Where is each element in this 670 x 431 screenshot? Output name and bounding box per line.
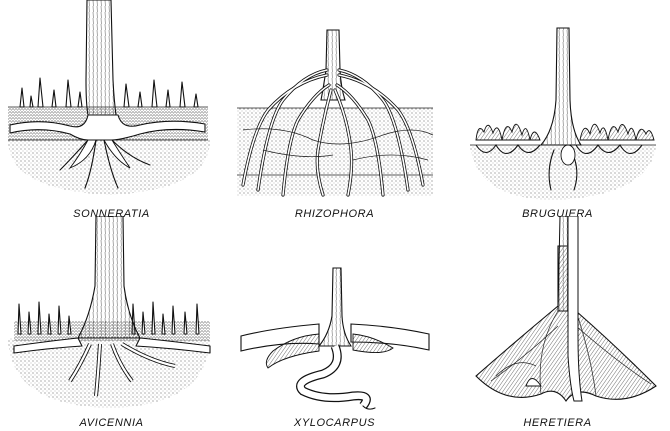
panel-xylocarpus: XYLOCARPUS <box>223 216 446 431</box>
sonneratia-illustration <box>8 0 210 195</box>
panel-avicennia: AVICENNIA <box>0 216 223 431</box>
xylocarpus-illustration <box>240 267 430 410</box>
panel-bruguiera: BRUGUIERA <box>446 0 669 220</box>
label-xylocarpus: XYLOCARPUS <box>293 417 376 429</box>
panel-rhizophora: RHIZOPHORA <box>223 0 446 220</box>
label-sonneratia: SONNERATIA <box>73 208 150 220</box>
pneumatophores <box>17 301 200 335</box>
label-avicennia: AVICENNIA <box>79 417 144 429</box>
panel-heretiera: HERETIERA <box>446 216 669 431</box>
panel-sonneratia: SONNERATIA <box>0 0 223 220</box>
label-heretiera: HERETIERA <box>523 417 592 429</box>
pneumatophores <box>19 77 199 108</box>
label-rhizophora: RHIZOPHORA <box>294 208 375 220</box>
avicennia-illustration <box>8 216 211 408</box>
rhizophora-illustration <box>237 29 434 197</box>
heretiera-illustration <box>475 216 657 402</box>
knee-roots <box>475 123 655 141</box>
bruguiera-illustration <box>470 27 656 200</box>
